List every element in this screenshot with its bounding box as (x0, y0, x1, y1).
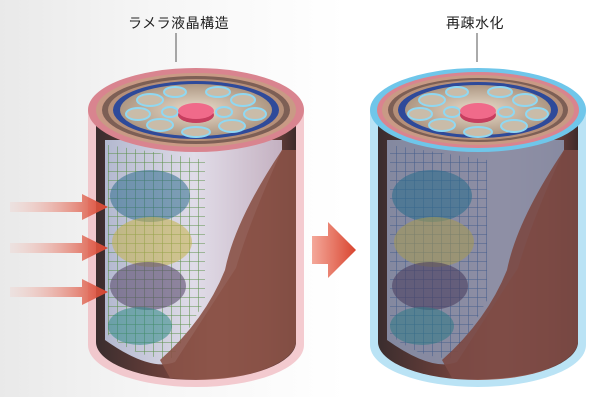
arrow-right-icon (10, 194, 108, 220)
left-cylinder (88, 68, 304, 387)
right-title: 再疎水化 (446, 16, 504, 32)
process-arrow-icon (312, 222, 356, 278)
right-cylinder (370, 68, 586, 387)
arrow-right-icon (10, 279, 108, 305)
left-title: ラメラ液晶構造 (128, 16, 230, 32)
arrow-right-icon (10, 235, 108, 261)
